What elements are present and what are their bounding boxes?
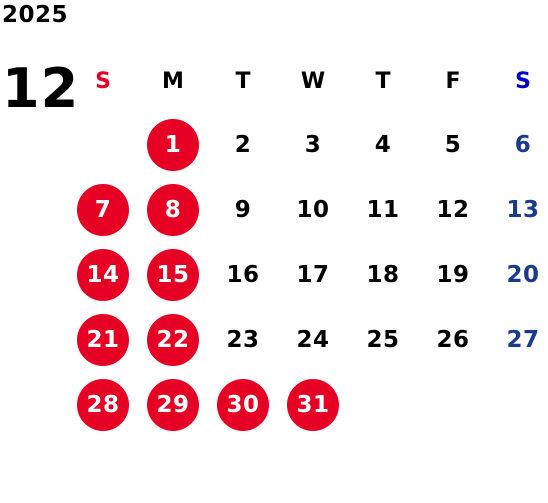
calendar-date: 5 [444, 131, 462, 158]
calendar-cell: 27 [488, 307, 548, 372]
calendar-date: 25 [366, 326, 400, 353]
calendar-cell: 14 [68, 242, 138, 307]
highlighted-date: 29 [147, 378, 199, 431]
weekday-header-wednesday: W [300, 68, 326, 94]
calendar-date: 18 [366, 261, 400, 288]
calendar-date: 12 [436, 196, 470, 223]
calendar-date: 19 [436, 261, 470, 288]
highlighted-date: 22 [147, 313, 199, 366]
calendar-year: 2025 [2, 2, 69, 28]
calendar-date: 11 [366, 196, 400, 223]
calendar-cell: 25 [348, 307, 418, 372]
calendar-date: 2 [234, 131, 252, 158]
calendar-date: 13 [506, 196, 540, 223]
calendar-cell: 13 [488, 177, 548, 242]
calendar-cell: 4 [348, 112, 418, 177]
weekday-header-sunday: S [95, 68, 111, 94]
calendar-cell: 22 [138, 307, 208, 372]
calendar-date: 24 [296, 326, 330, 353]
calendar-month: 12 [2, 57, 80, 120]
weekday-header-monday: M [162, 68, 184, 94]
calendar-cell: 3 [278, 112, 348, 177]
calendar-cell: 6 [488, 112, 548, 177]
calendar-cell: 16 [208, 242, 278, 307]
calendar-cell: 15 [138, 242, 208, 307]
calendar-cell: 29 [138, 372, 208, 437]
calendar-date: 9 [234, 196, 252, 223]
calendar-cell: 8 [138, 177, 208, 242]
calendar-date: 4 [374, 131, 392, 158]
weekday-header-tuesday: T [235, 68, 251, 94]
highlighted-date: 1 [147, 118, 199, 171]
calendar-cell: 28 [68, 372, 138, 437]
calendar-date: 16 [226, 261, 260, 288]
calendar-cell: 20 [488, 242, 548, 307]
calendar-date: 20 [506, 261, 540, 288]
calendar-cell [418, 372, 488, 437]
calendar-cell: 12 [418, 177, 488, 242]
calendar-cell: 26 [418, 307, 488, 372]
calendar-cell: 2 [208, 112, 278, 177]
calendar-cell: 17 [278, 242, 348, 307]
highlighted-date: 30 [217, 378, 269, 431]
weekday-header-saturday: S [515, 68, 531, 94]
calendar-cell: 31 [278, 372, 348, 437]
highlighted-date: 14 [77, 248, 129, 301]
calendar-date: 27 [506, 326, 540, 353]
calendar-date: 23 [226, 326, 260, 353]
calendar-date: 6 [514, 131, 532, 158]
calendar-date: 10 [296, 196, 330, 223]
calendar-cell [488, 372, 548, 437]
weekday-header-friday: F [445, 68, 461, 94]
calendar-cell [348, 372, 418, 437]
calendar-cell: 21 [68, 307, 138, 372]
calendar-cell: 7 [68, 177, 138, 242]
calendar-cell: 19 [418, 242, 488, 307]
highlighted-date: 21 [77, 313, 129, 366]
calendar-cell: 5 [418, 112, 488, 177]
weekday-header-thursday: T [375, 68, 391, 94]
calendar-date: 17 [296, 261, 330, 288]
calendar-cell: 30 [208, 372, 278, 437]
highlighted-date: 7 [77, 183, 129, 236]
calendar-cell: 23 [208, 307, 278, 372]
calendar-cell: 24 [278, 307, 348, 372]
calendar-cell: 11 [348, 177, 418, 242]
calendar-cell: 9 [208, 177, 278, 242]
calendar-date: 26 [436, 326, 470, 353]
highlighted-date: 15 [147, 248, 199, 301]
highlighted-date: 8 [147, 183, 199, 236]
highlighted-date: 28 [77, 378, 129, 431]
calendar-cell: 10 [278, 177, 348, 242]
calendar-cell: 1 [138, 112, 208, 177]
calendar-cell [68, 112, 138, 177]
highlighted-date: 31 [287, 378, 339, 431]
calendar-cell: 18 [348, 242, 418, 307]
calendar-date: 3 [304, 131, 322, 158]
